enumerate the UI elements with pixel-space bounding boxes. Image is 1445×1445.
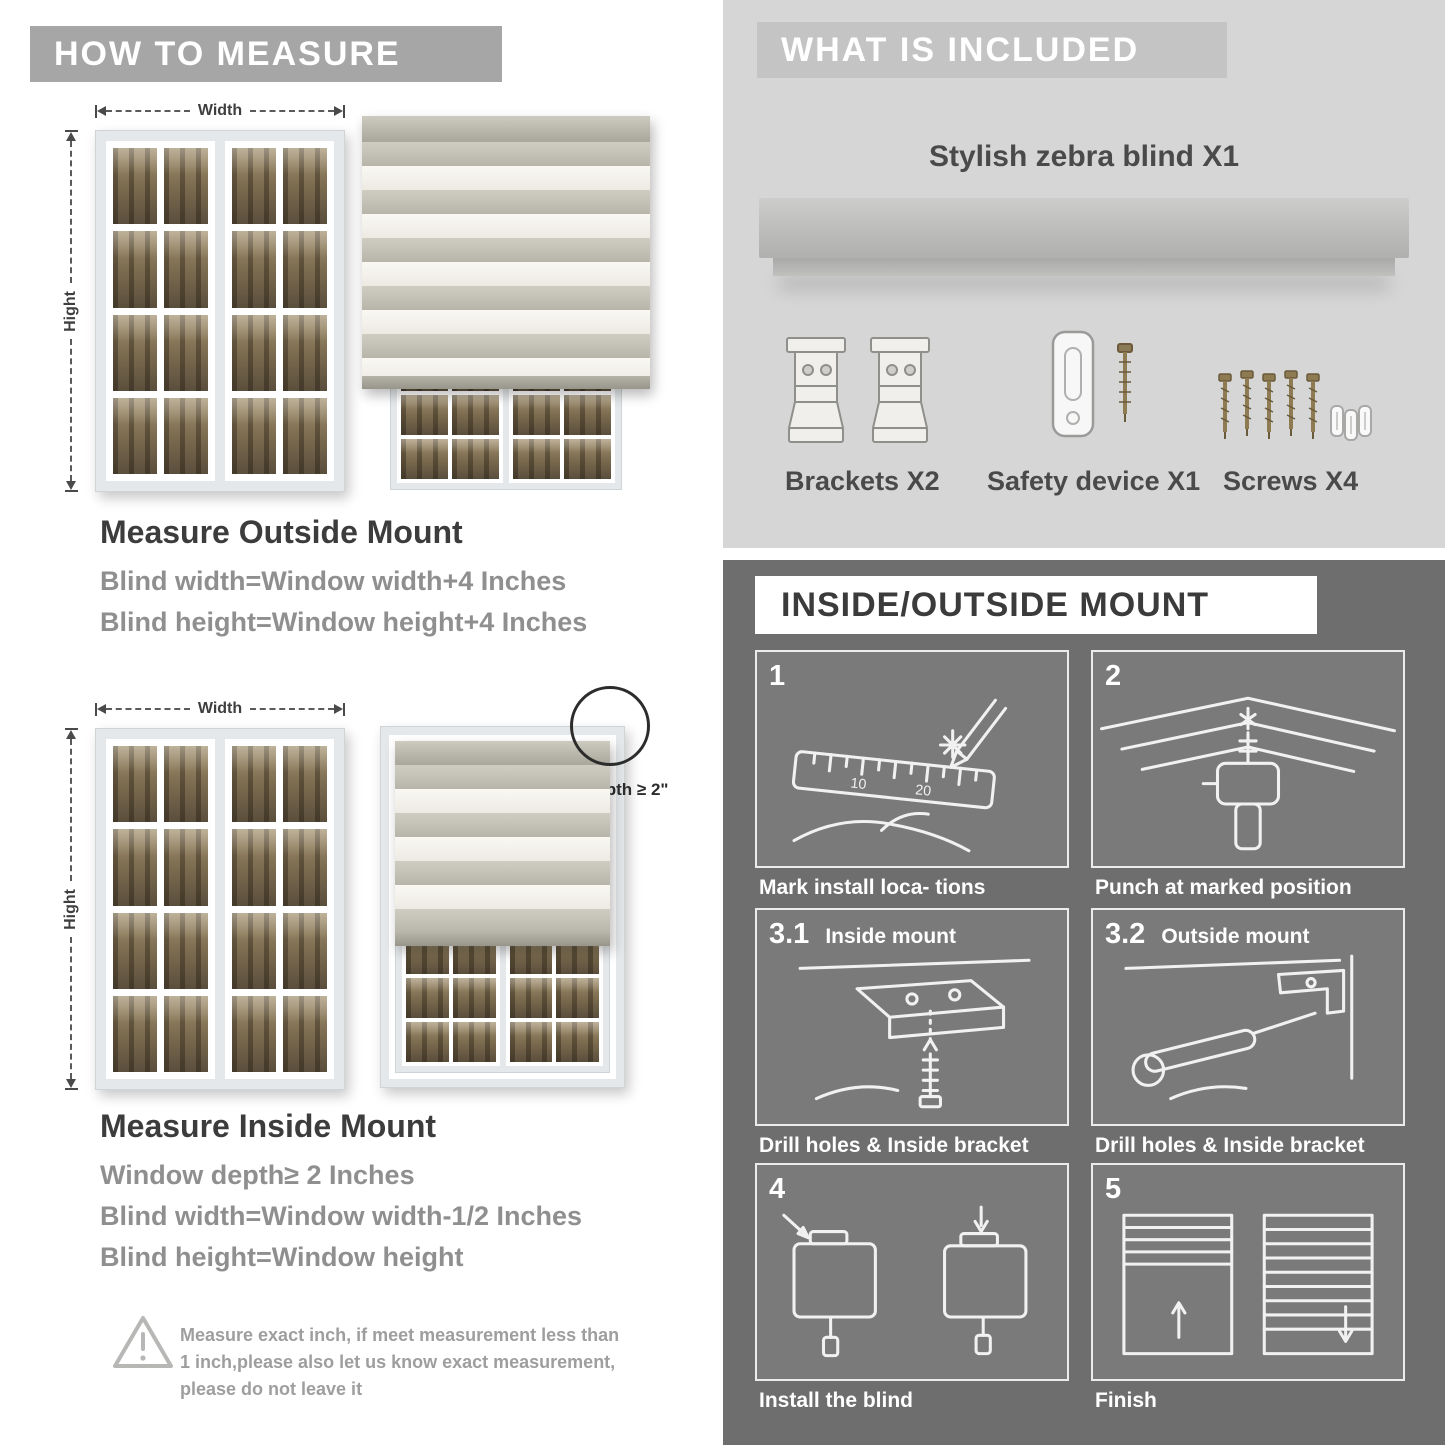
how-to-measure-banner: HOW TO MEASURE [30,26,502,82]
outside-bracket-drill-icon [1095,944,1401,1122]
inside-bracket-screw-icon [759,944,1065,1122]
brackets-label: Brackets X2 [785,466,940,496]
svg-text:10: 10 [850,775,868,793]
safety-device-label: Safety device X1 [987,466,1201,496]
step-1-panel: 1 10 20 [755,650,1069,868]
step-5-panel: 5 [1091,1163,1405,1381]
finish-blinds-icon [1095,1199,1401,1377]
warning-triangle-icon [110,1312,176,1374]
step-3-1-panel: 3.1 Inside mount [755,908,1069,1126]
product-label: Stylish zebra blind X1 [928,140,1240,173]
headrail-icon [759,198,1409,258]
window-sash [106,141,215,481]
step-3-1-caption: Drill holes & Inside bracket [759,1134,1029,1157]
window-sash [225,739,334,1079]
step-sublabel: Inside mount [825,925,956,948]
step-3-2-caption: Drill holes & Inside bracket [1095,1134,1365,1157]
window-sash [402,930,500,1066]
safety-device-icon [1041,328,1151,458]
step-1-caption: Mark install loca- tions [759,876,986,899]
drill-punch-icon [1095,686,1401,864]
mount-steps-section: INSIDE/OUTSIDE MOUNT 1 10 20 [723,560,1445,1445]
step-sublabel: Outside mount [1161,925,1310,948]
screws-icon [1215,366,1373,462]
height-arrow: Hight [62,728,80,1090]
width-label: Width [197,102,243,119]
inside-mount-line2: Blind width=Window width-1/2 Inches [100,1201,583,1231]
step-number: 2 [1105,660,1122,692]
screws-label: Screws X4 [1223,466,1359,496]
depth-circle-icon [570,686,650,766]
width-arrow: Width [95,700,345,718]
outside-mount-line1: Blind width=Window width+4 Inches [100,566,567,596]
step-4-caption: Install the blind [759,1389,914,1412]
install-blind-icon [759,1199,1065,1377]
step-2-panel: 2 [1091,650,1405,868]
step-number: 4 [769,1173,786,1205]
zebra-blind-outside-illustration [362,116,650,490]
zebra-blind-inside-illustration [380,726,625,1088]
window-under-blind [395,923,610,1073]
brackets-icon [783,334,935,454]
step-number: 1 [769,660,786,692]
how-to-measure-section: HOW TO MEASURE Width Hight [30,26,669,1399]
height-arrow: Hight [62,130,80,492]
height-label: Hight [62,290,79,332]
step-5-caption: Finish [1095,1389,1157,1412]
step-number: 5 [1105,1173,1122,1205]
inside-mount-heading: Measure Inside Mount [100,1108,437,1144]
window-illustration-inside [95,728,345,1090]
step-4-panel: 4 [755,1163,1069,1381]
what-is-included-banner: WHAT IS INCLUDED [757,22,1227,78]
mount-banner: INSIDE/OUTSIDE MOUNT [755,576,1317,634]
svg-text:20: 20 [914,782,932,800]
inside-mount-line1: Window depth≥ 2 Inches [100,1160,415,1190]
step-2-caption: Punch at marked position [1095,876,1352,899]
what-is-included-section: WHAT IS INCLUDED Stylish zebra blind X1 [723,0,1445,548]
window-sash [106,739,215,1079]
step-number: 3.1 [769,918,810,950]
mark-locations-icon: 10 20 [759,686,1065,864]
outside-mount-heading: Measure Outside Mount [100,514,463,550]
headrail-lip [773,258,1395,276]
window-illustration-outside [95,130,345,492]
measure-note: Measure exact inch, if meet measurement … [180,1325,620,1399]
zebra-blind-icon [395,741,610,946]
width-arrow: Width [95,102,345,120]
outside-mount-line2: Blind height=Window height+4 Inches [100,607,588,637]
step-3-2-panel: 3.2 Outside mount [1091,908,1405,1126]
window-sash [505,930,603,1066]
zebra-blind-icon [362,116,650,389]
window-sash [225,141,334,481]
width-label: Width [197,700,243,717]
height-label: Hight [62,888,79,930]
inside-mount-line3: Blind height=Window height [100,1242,464,1272]
step-number: 3.2 [1105,918,1146,950]
